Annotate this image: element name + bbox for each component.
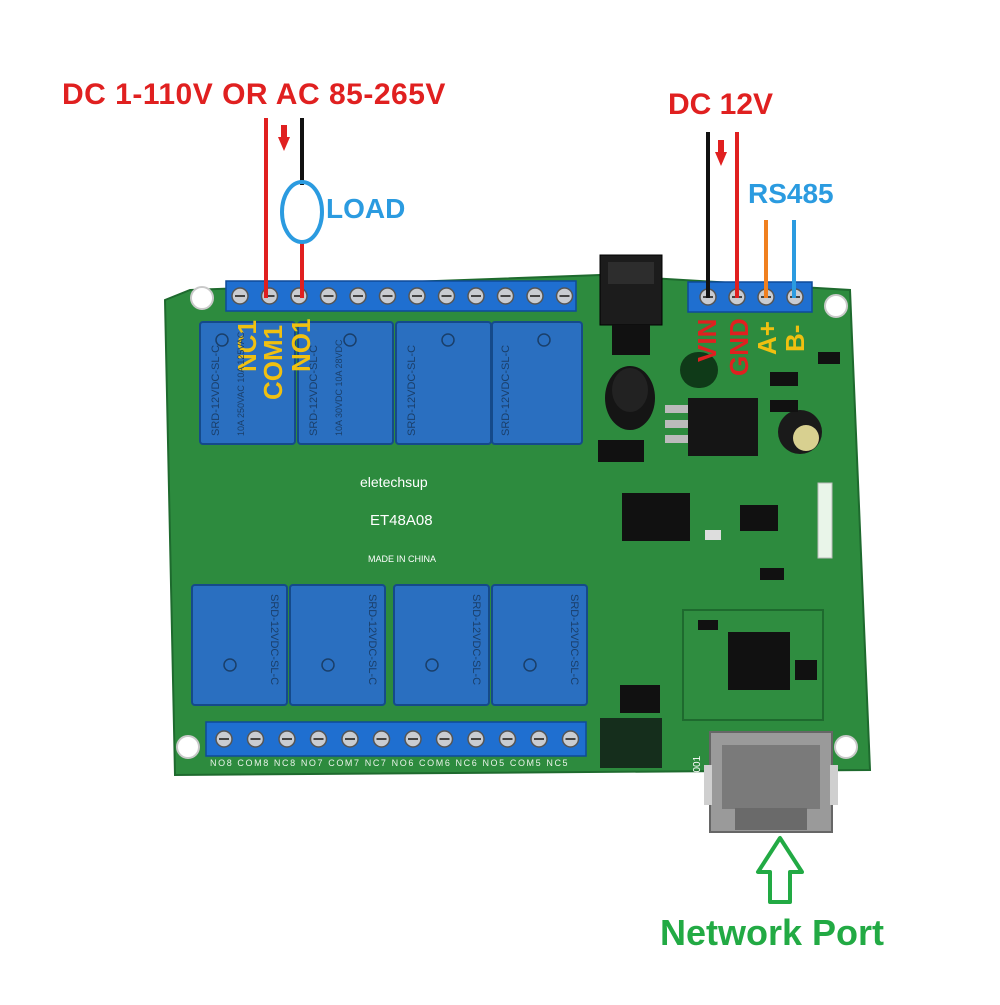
down-arrow-icon xyxy=(715,140,727,166)
relay-marking: SRD-12VDC-SL-C xyxy=(210,344,222,436)
load-coil-icon xyxy=(280,180,324,244)
down-arrow-icon xyxy=(278,125,290,151)
ac-supply-label: DC 1-110V OR AC 85-265V xyxy=(62,78,446,111)
relay-bottom-4 xyxy=(491,584,588,706)
load-label: LOAD xyxy=(326,193,406,224)
bottom-terminal-block xyxy=(205,721,587,757)
relay-top-1 xyxy=(199,321,296,445)
pin-label-b-minus: B- xyxy=(780,324,810,352)
mount-hole xyxy=(834,735,858,759)
top-terminal-block xyxy=(225,280,577,312)
pin-label-com1: COM1 xyxy=(258,324,288,400)
relay-bottom-2 xyxy=(289,584,386,706)
relay-rating: 10A 30VDC 10A 28VDC xyxy=(334,339,344,436)
dc-supply-label: DC 12V xyxy=(668,88,774,121)
relay-top-2 xyxy=(297,321,394,445)
relay-marking: SRD-12VDC-SL-C xyxy=(470,594,482,686)
relay-marking: SRD-12VDC-SL-C xyxy=(500,344,512,436)
electrolytic-capacitor xyxy=(778,410,822,454)
ethernet-module xyxy=(682,609,824,721)
dc-jack xyxy=(599,254,663,355)
load-wiring xyxy=(264,118,324,298)
model-silkscreen: ET48A08 xyxy=(370,512,433,529)
inductor xyxy=(605,366,655,430)
relay-bottom-1 xyxy=(191,584,288,706)
brand-silkscreen: eletechsup xyxy=(360,474,428,490)
relay-marking: SRD-12VDC-SL-C xyxy=(308,344,320,436)
relay-rating: 10A 250VAC 10A 125VAC xyxy=(236,331,246,436)
relay-marking: SRD-12VDC-SL-C xyxy=(268,594,280,686)
chip-components xyxy=(598,352,840,768)
mount-hole xyxy=(824,294,848,318)
pin-label-gnd: GND xyxy=(724,318,754,376)
origin-silkscreen: MADE IN CHINA xyxy=(368,554,437,564)
relay-marking: SRD-12VDC-SL-C xyxy=(406,344,418,436)
pin-label-a-plus: A+ xyxy=(752,321,782,355)
mount-hole xyxy=(176,735,200,759)
rj45-port-icon xyxy=(704,731,838,833)
relay-marking: SRD-12VDC-SL-C xyxy=(366,594,378,686)
pin-label-vin: VIN xyxy=(692,318,722,362)
network-port-label: Network Port xyxy=(660,912,885,953)
rs485-label: RS485 xyxy=(748,178,834,209)
bottom-terminal-silkscreen: NO8 COM8 NC8 NO7 COM7 NC7 NO6 COM6 NC6 N… xyxy=(210,758,570,768)
relay-marking: SRD-12VDC-SL-C xyxy=(568,594,580,686)
relay-top-4 xyxy=(491,321,583,445)
power-wiring xyxy=(706,132,796,298)
mount-hole xyxy=(190,286,214,310)
up-arrow-icon xyxy=(756,836,804,904)
relay-bottom-3 xyxy=(393,584,490,706)
port-silkscreen: GT1001 xyxy=(692,755,703,792)
